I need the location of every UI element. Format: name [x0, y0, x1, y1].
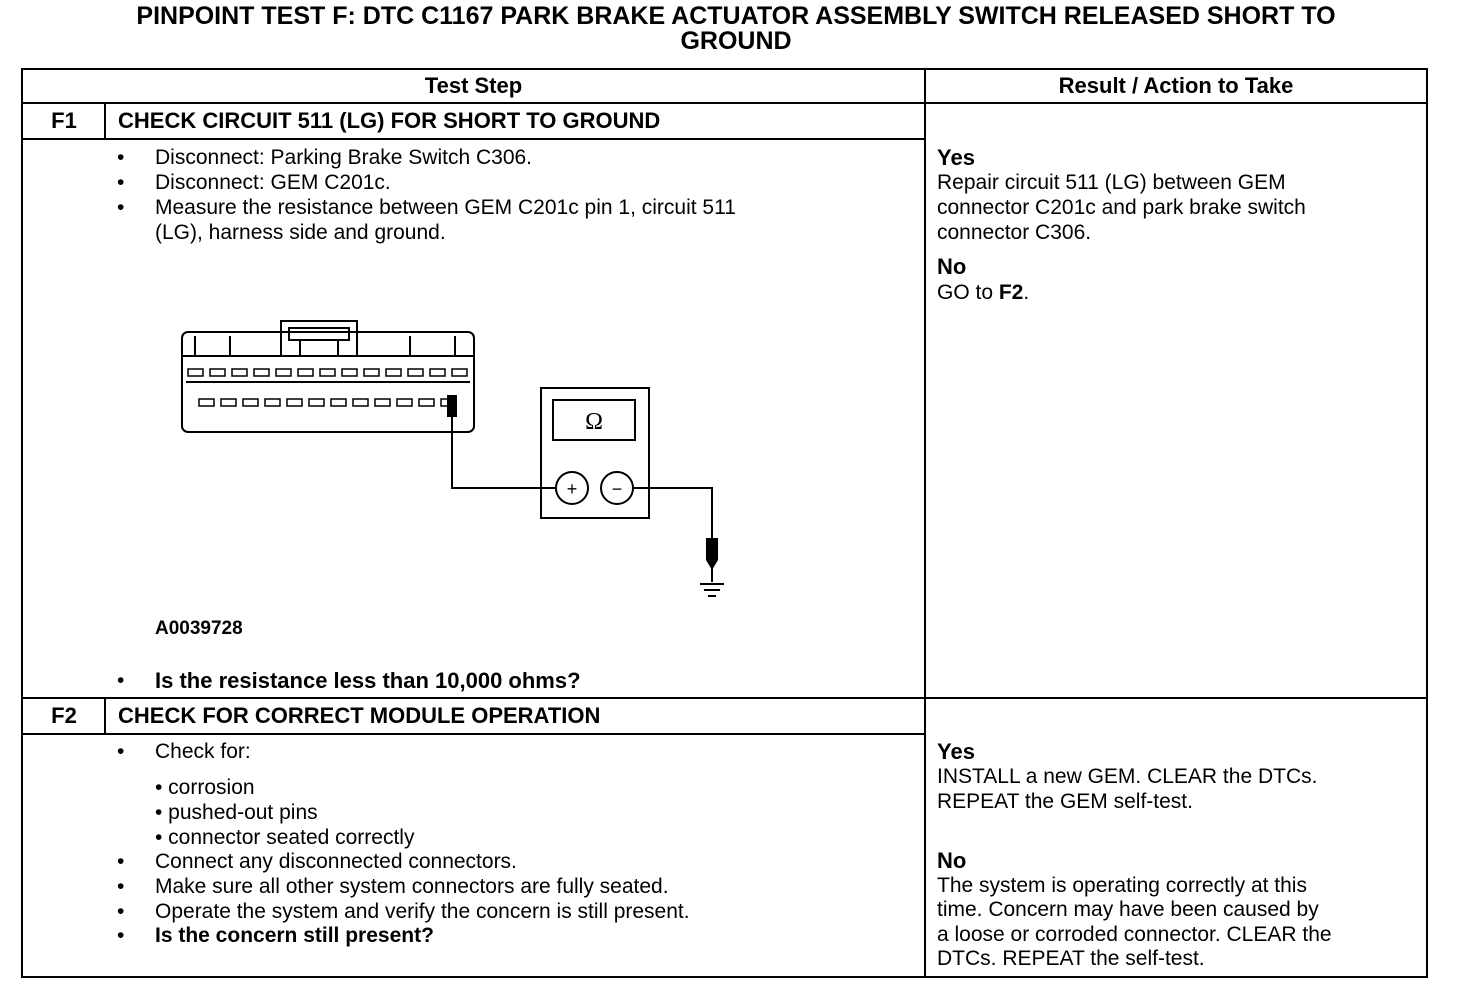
connector-pin: [209, 368, 226, 377]
header-result: Result / Action to Take: [1058, 73, 1294, 98]
f2-bullet-3: Operate the system and verify the concer…: [155, 900, 690, 923]
ohmmeter-body: [540, 387, 650, 519]
plus-label: +: [567, 479, 578, 499]
f1-title-divider: [21, 138, 925, 140]
f1-yes-line-2: connector C201c and park brake switch: [937, 196, 1306, 219]
f2-no-line-4: DTCs. REPEAT the self-test.: [937, 947, 1205, 970]
f2-yes-line-1: INSTALL a new GEM. CLEAR the DTCs.: [937, 765, 1318, 788]
f2-title-divider: [21, 733, 925, 735]
f2-divider: [21, 697, 1428, 699]
f1-yes-line-3: connector C306.: [937, 221, 1092, 244]
f1-bullet-1: Disconnect: Parking Brake Switch C306.: [155, 146, 533, 169]
bullet-icon: •: [117, 850, 125, 873]
probe-wire-negative: [633, 487, 713, 545]
connector-pin: [341, 368, 358, 377]
pin-row-top: [187, 368, 468, 377]
minus-label: −: [612, 479, 623, 499]
bullet-icon: •: [117, 900, 125, 923]
connector-pin: [451, 368, 468, 377]
f2-bullet-2: Make sure all other system connectors ar…: [155, 875, 669, 898]
connector-pin: [352, 398, 369, 407]
connector-latch: [280, 320, 358, 357]
f2-no-line-2: time. Concern may have been caused by: [937, 898, 1319, 921]
connector-pin: [418, 398, 435, 407]
connector-pin: [385, 368, 402, 377]
bullet-icon: •: [117, 196, 125, 219]
f2-yes-label: Yes: [937, 739, 975, 764]
connector-pin: [330, 398, 347, 407]
f1-no-text: GO to: [937, 281, 999, 304]
connector-pin: [429, 368, 446, 377]
connector-pin: [187, 368, 204, 377]
title-line-2: GROUND: [680, 27, 792, 55]
connector-pin: [407, 368, 424, 377]
header-test-step: Test Step: [424, 73, 523, 98]
bullet-icon: •: [117, 146, 125, 169]
f2-no-line-1: The system is operating correctly at thi…: [937, 874, 1307, 897]
connector-diagram: Ω + −: [181, 320, 724, 597]
connector-pin: [363, 368, 380, 377]
connector-pin: [297, 368, 314, 377]
header-divider: [21, 102, 1428, 104]
f1-step-title: CHECK CIRCUIT 511 (LG) FOR SHORT TO GROU…: [118, 108, 661, 133]
f2-no-line-3: a loose or corroded connector. CLEAR the: [937, 923, 1332, 946]
f2-no-label: No: [937, 848, 967, 873]
f2-step-title: CHECK FOR CORRECT MODULE OPERATION: [118, 703, 601, 728]
f1-bullet-3: Measure the resistance between GEM C201c…: [155, 196, 736, 219]
f1-yes-line-1: Repair circuit 511 (LG) between GEM: [937, 171, 1286, 194]
bullet-icon: •: [117, 171, 125, 194]
bullet-icon: •: [117, 669, 125, 692]
title-line-1: PINPOINT TEST F: DTC C1167 PARK BRAKE AC…: [136, 2, 1336, 30]
f2-sub-item-3: • connector seated correctly: [155, 826, 415, 849]
bullet-icon: •: [117, 924, 125, 947]
connector-pin: [275, 368, 292, 377]
f1-no-period: .: [1023, 281, 1030, 304]
f1-no-action: GO to F2.: [937, 280, 1029, 305]
f1-step-id: F1: [51, 108, 77, 133]
connector-pin: [396, 398, 413, 407]
column-divider: [924, 68, 926, 978]
f2-id-divider: [104, 697, 106, 734]
f2-step-id: F2: [51, 703, 77, 728]
f2-check-for: Check for:: [155, 740, 251, 763]
connector-pin: [264, 398, 281, 407]
connector-body: [181, 331, 475, 433]
connector-pin: [286, 398, 303, 407]
f2-question: Is the concern still present?: [155, 924, 434, 947]
f1-id-divider: [104, 102, 106, 139]
figure-id: A0039728: [155, 618, 243, 639]
f1-yes-label: Yes: [937, 145, 975, 170]
connector-pin: [374, 398, 391, 407]
connector-pin: [198, 398, 215, 407]
page-title: PINPOINT TEST F: DTC C1167 PARK BRAKE AC…: [0, 4, 1472, 54]
connector-pin: [440, 398, 457, 407]
goto-f2-link[interactable]: F2: [998, 281, 1024, 304]
connector-pin: [253, 368, 270, 377]
ohm-symbol: Ω: [585, 409, 603, 435]
f2-sub-item-2: • pushed-out pins: [155, 801, 318, 824]
connector-pin: [319, 368, 336, 377]
f1-bullet-3-cont: (LG), harness side and ground.: [155, 221, 446, 244]
probe-wire-positive: [451, 400, 556, 489]
ohmmeter-display: [552, 399, 636, 441]
pin-row-bottom: [198, 398, 457, 407]
test-table: [21, 68, 1428, 978]
ground-probe-icon: [706, 538, 718, 570]
f1-bullet-2: Disconnect: GEM C201c.: [155, 171, 391, 194]
ground-icon: [700, 568, 724, 597]
connector-pin: [242, 398, 259, 407]
bullet-icon: •: [117, 740, 125, 763]
f1-question: Is the resistance less than 10,000 ohms?: [155, 668, 581, 693]
f2-bullet-1: Connect any disconnected connectors.: [155, 850, 517, 873]
connector-pin: [220, 398, 237, 407]
f2-yes-line-2: REPEAT the GEM self-test.: [937, 790, 1193, 813]
connector-pin: [231, 368, 248, 377]
f1-no-label: No: [937, 254, 967, 279]
f2-sub-item-1: • corrosion: [155, 776, 255, 799]
bullet-icon: •: [117, 875, 125, 898]
connector-pin: [308, 398, 325, 407]
